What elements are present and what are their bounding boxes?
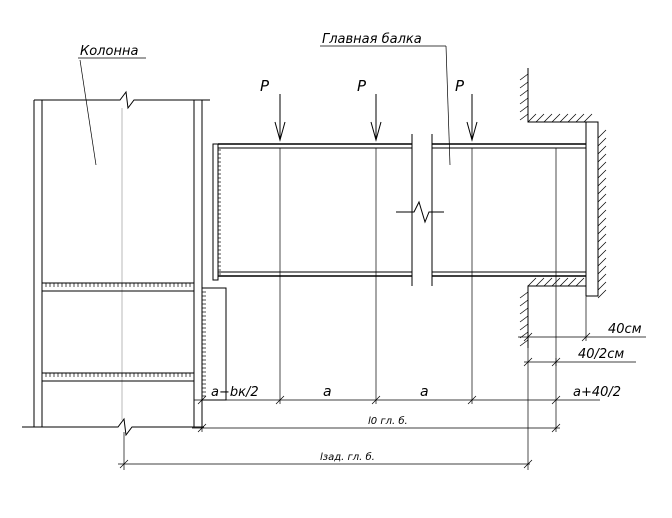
dim-lzad: lзад. гл. б. [320, 451, 375, 463]
load-p-3 [466, 94, 478, 142]
dim-last-span: a+40/2 [573, 385, 621, 400]
load-label-1: P [260, 77, 270, 95]
dim-40cm: 40см [608, 322, 642, 337]
load-label-2: P [357, 77, 367, 95]
dim-first-span: a−bк/2 [211, 385, 259, 400]
column-label: Колонна [80, 44, 138, 59]
column [22, 90, 227, 437]
load-label-3: P [455, 77, 465, 95]
load-p-2 [370, 94, 382, 142]
load-p-1 [274, 94, 286, 142]
dim-span-a-2: a [420, 384, 429, 400]
main-beam-leader [320, 45, 451, 166]
dim-span-a-1: a [323, 384, 332, 400]
dimension-chain [118, 296, 646, 470]
main-beam [212, 134, 587, 404]
dim-l0: l0 гл. б. [368, 415, 408, 427]
dim-40-2cm: 40/2см [578, 347, 624, 362]
column-leader [78, 57, 146, 166]
main-beam-label: Главная балка [322, 32, 422, 47]
wall-support [519, 68, 607, 348]
